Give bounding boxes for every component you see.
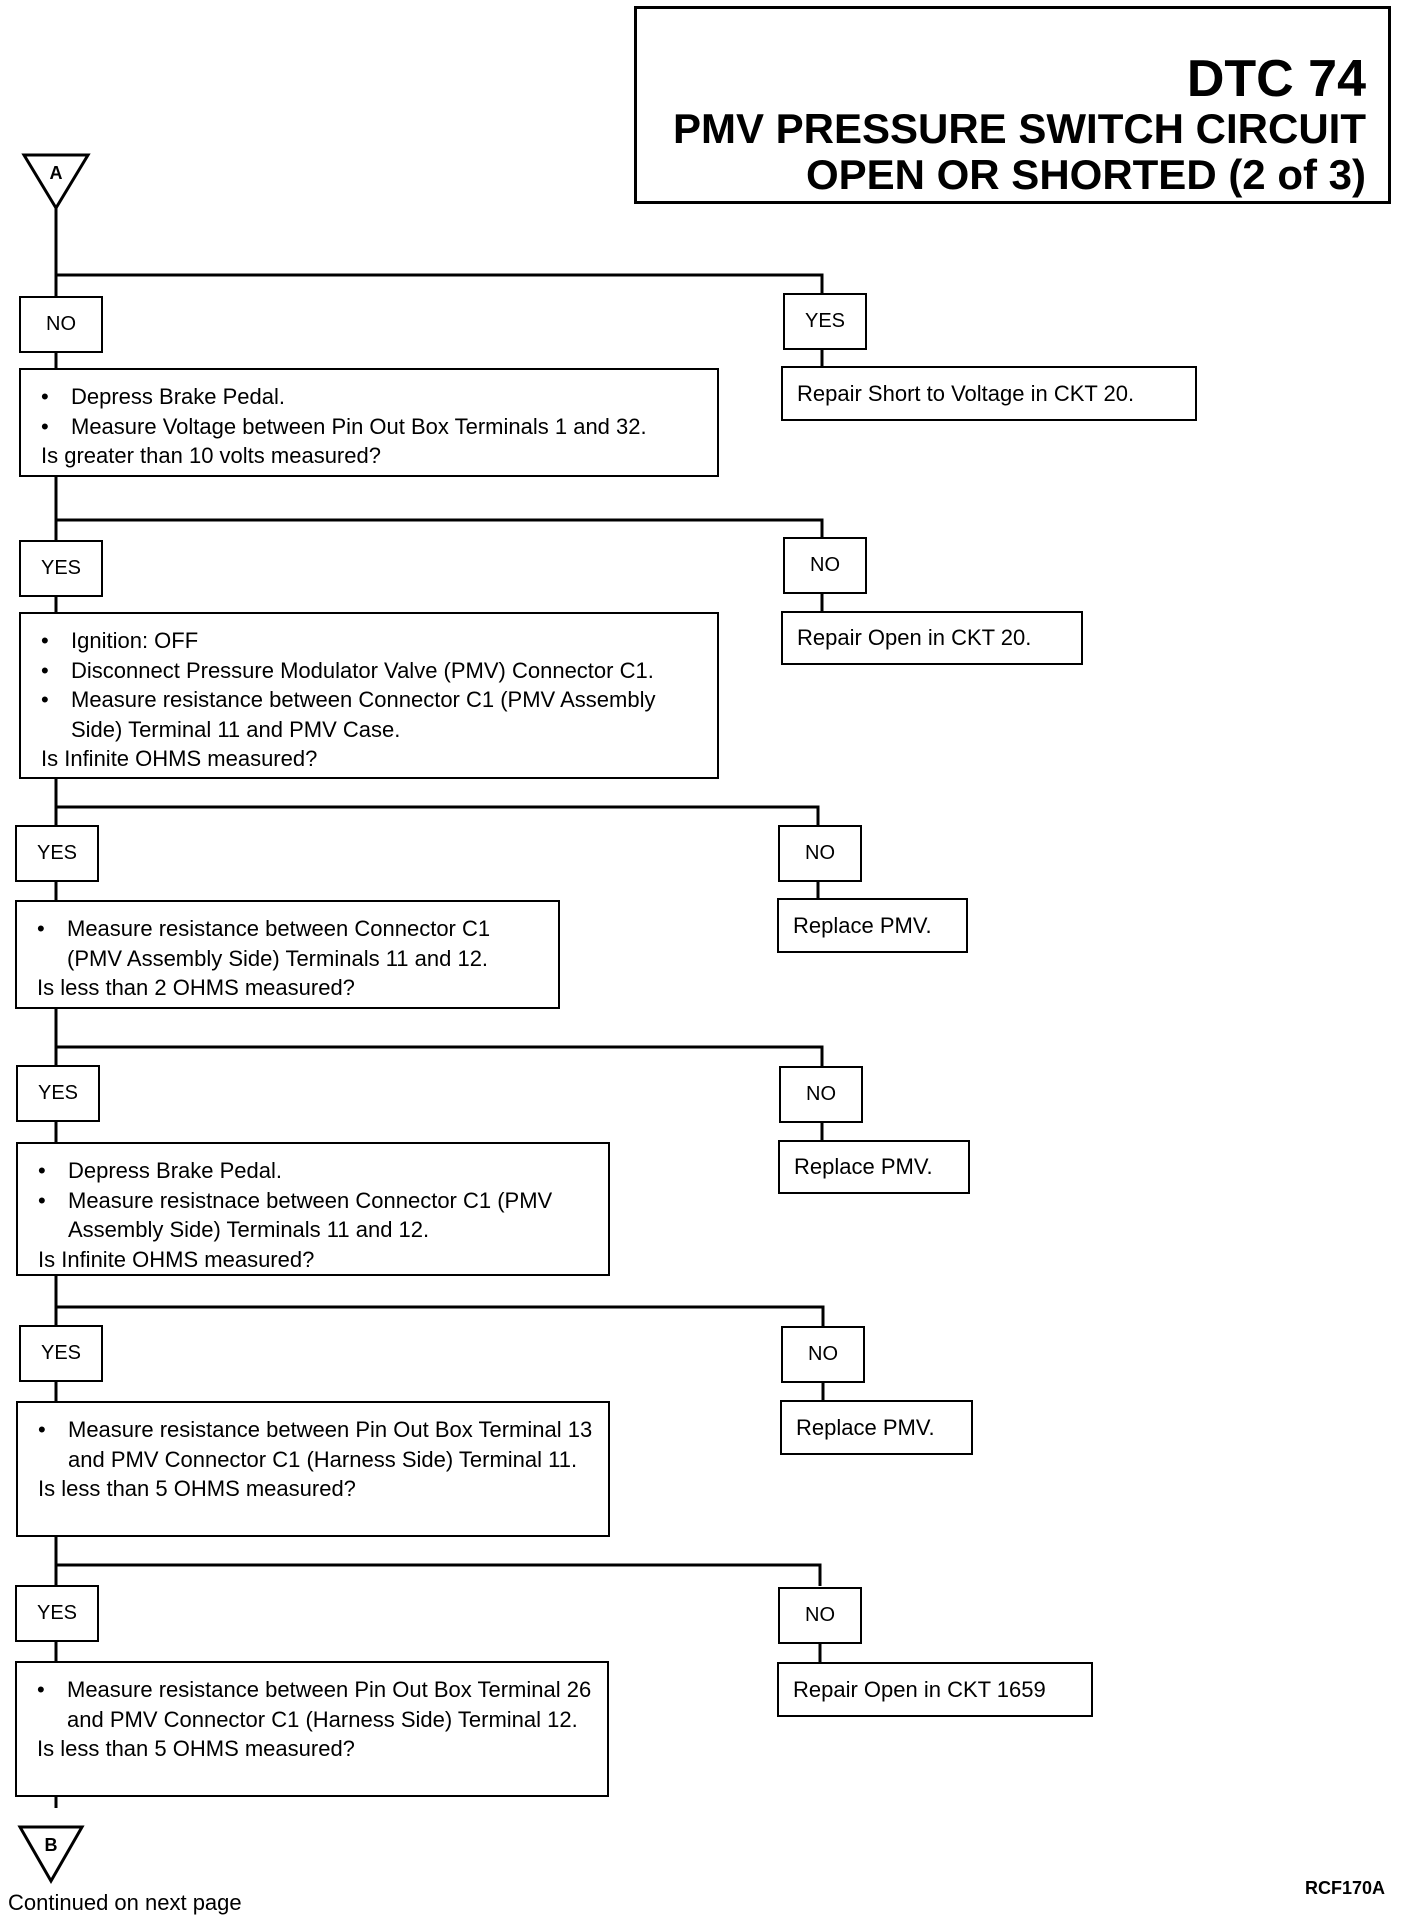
- step2-bullet-2: Disconnect Pressure Modulator Valve (PMV…: [41, 656, 703, 686]
- step2-bullet-3: Measure resistance between Connector C1 …: [41, 685, 703, 744]
- step4-box: Depress Brake Pedal. Measure resistnace …: [16, 1142, 610, 1276]
- step1-box: Depress Brake Pedal. Measure Voltage bet…: [19, 368, 719, 477]
- step1-left-label: NO: [19, 296, 103, 353]
- step5-question: Is less than 5 OHMS measured?: [38, 1476, 356, 1501]
- step4-result: Replace PMV.: [778, 1140, 970, 1194]
- continued-note: Continued on next page: [8, 1890, 242, 1915]
- step4-left-label: YES: [16, 1065, 100, 1122]
- branch-line-2: [56, 518, 824, 537]
- step2-right-label: NO: [783, 537, 867, 594]
- branch-line-5: [56, 1305, 825, 1326]
- step6-box: Measure resistance between Pin Out Box T…: [15, 1661, 609, 1797]
- step3-left-label: YES: [15, 825, 99, 882]
- step3-bullets: Measure resistance between Connector C1 …: [37, 914, 544, 973]
- step2-bullet-1: Ignition: OFF: [41, 626, 703, 656]
- dtc-code: DTC 74: [1186, 50, 1366, 108]
- step3-question: Is less than 2 OHMS measured?: [37, 975, 355, 1000]
- step4-question: Is Infinite OHMS measured?: [38, 1246, 315, 1272]
- step4-bullets: Depress Brake Pedal. Measure resistnace …: [38, 1156, 594, 1245]
- end-connector-triangle: [17, 1825, 85, 1885]
- step5-left-label: YES: [19, 1325, 103, 1382]
- title-line-1: PMV PRESSURE SWITCH CIRCUIT: [672, 105, 1366, 152]
- step6-bullet-1: Measure resistance between Pin Out Box T…: [37, 1675, 593, 1734]
- branch-line-4: [56, 1045, 824, 1066]
- step2-result: Repair Open in CKT 20.: [781, 611, 1083, 665]
- title-line-2: OPEN OR SHORTED (2 of 3): [805, 151, 1366, 198]
- step2-question: Is Infinite OHMS measured?: [41, 746, 318, 771]
- step6-question: Is less than 5 OHMS measured?: [37, 1736, 355, 1761]
- figure-code: RCF170A: [1305, 1878, 1386, 1898]
- step3-box: Measure resistance between Connector C1 …: [15, 900, 560, 1009]
- step3-bullet-1: Measure resistance between Connector C1 …: [37, 914, 544, 973]
- step3-result: Replace PMV.: [777, 898, 968, 953]
- branch-line-6: [56, 1563, 822, 1586]
- step5-result: Replace PMV.: [780, 1400, 973, 1455]
- step1-bullet-1: Depress Brake Pedal.: [41, 382, 703, 412]
- step3-right-label: NO: [778, 825, 862, 882]
- step4-right-label: NO: [779, 1066, 863, 1123]
- step6-right-label: NO: [778, 1587, 862, 1644]
- step2-left-label: YES: [19, 540, 103, 597]
- end-connector-label: B: [44, 1835, 58, 1855]
- start-connector-triangle: [21, 153, 91, 211]
- step6-result: Repair Open in CKT 1659: [777, 1662, 1093, 1717]
- branch-line-1: [56, 273, 824, 295]
- start-connector-label: A: [49, 163, 63, 183]
- step5-box: Measure resistance between Pin Out Box T…: [16, 1401, 610, 1537]
- step5-right-label: NO: [781, 1326, 865, 1383]
- step6-bullets: Measure resistance between Pin Out Box T…: [37, 1675, 593, 1734]
- step1-bullet-2: Measure Voltage between Pin Out Box Term…: [41, 412, 703, 442]
- step5-bullet-1: Measure resistance between Pin Out Box T…: [38, 1415, 594, 1474]
- title-box: DTC 74 PMV PRESSURE SWITCH CIRCUIT OPEN …: [634, 6, 1391, 204]
- step5-bullets: Measure resistance between Pin Out Box T…: [38, 1415, 594, 1474]
- step1-bullets: Depress Brake Pedal. Measure Voltage bet…: [41, 382, 703, 441]
- step2-bullets: Ignition: OFF Disconnect Pressure Modula…: [41, 626, 703, 744]
- step6-left-label: YES: [15, 1585, 99, 1642]
- step1-right-label: YES: [783, 293, 867, 350]
- branch-line-3: [56, 805, 820, 826]
- step1-question: Is greater than 10 volts measured?: [41, 443, 381, 468]
- step1-result: Repair Short to Voltage in CKT 20.: [781, 366, 1197, 421]
- step2-box: Ignition: OFF Disconnect Pressure Modula…: [19, 612, 719, 779]
- step4-bullet-1: Depress Brake Pedal.: [38, 1156, 594, 1186]
- step4-bullet-2: Measure resistnace between Connector C1 …: [38, 1186, 594, 1245]
